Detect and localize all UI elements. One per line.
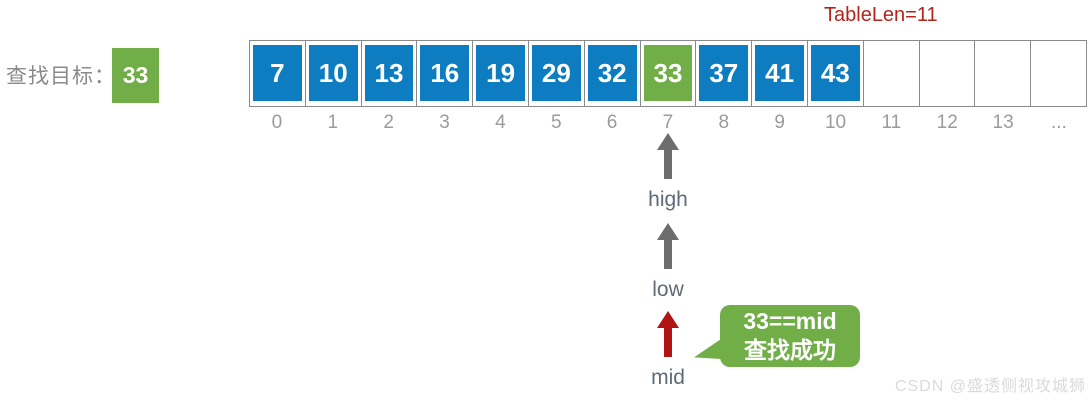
array-cell-9: 41 (752, 41, 808, 106)
array-value: 43 (810, 45, 860, 101)
array-value-highlight: 33 (643, 45, 693, 101)
low-pointer-up-arrow-icon (657, 223, 679, 269)
array-cell-1: 10 (306, 41, 362, 106)
mid-pointer-label: mid (651, 366, 685, 389)
index-label-ellipsis: ... (1051, 112, 1067, 133)
array-cell-6: 32 (585, 41, 641, 106)
index-label: 3 (439, 112, 450, 133)
index-label: 12 (936, 112, 958, 133)
watermark-text: CSDN @盛透侧视攻城狮 (894, 378, 1086, 395)
search-target-value-box: 33 (112, 48, 159, 103)
array-cell-ellipsis-empty (1031, 41, 1086, 106)
index-label: 9 (774, 112, 785, 133)
array-value: 13 (364, 45, 414, 101)
array-cell-11-empty (864, 41, 920, 106)
high-pointer-label: high (648, 188, 688, 211)
high-pointer-up-arrow-icon (657, 133, 679, 179)
index-label: 8 (718, 112, 730, 133)
array-cell-8: 37 (696, 41, 753, 106)
array-cell-5: 29 (529, 41, 585, 106)
array-cell-13-empty (975, 41, 1032, 106)
array-value: 29 (531, 45, 581, 101)
index-label: 7 (662, 112, 674, 133)
array-cell-10: 43 (808, 41, 864, 106)
array-cell-7-highlight: 33 (641, 41, 697, 106)
table-length-label: TableLen=11 (824, 4, 938, 26)
index-label: 4 (495, 112, 506, 133)
array-cell-0: 7 (250, 41, 306, 106)
array-value: 16 (420, 45, 470, 101)
array-value: 19 (476, 45, 525, 101)
array-cell-4: 19 (473, 41, 529, 106)
index-label: 5 (550, 112, 562, 133)
search-target-label: 查找目标： (6, 65, 116, 88)
array-table: 7 10 13 16 19 29 32 33 37 41 43 (249, 40, 1087, 107)
array-cell-2: 13 (362, 41, 418, 106)
index-label: 10 (824, 112, 847, 133)
success-callout-bubble: 33==mid 查找成功 (694, 305, 860, 367)
array-value: 10 (308, 45, 358, 101)
index-label: 13 (992, 112, 1014, 133)
index-label: 2 (383, 112, 394, 133)
low-pointer-label: low (652, 278, 684, 301)
array-cell-3: 16 (417, 41, 474, 106)
index-label: 6 (606, 112, 618, 133)
callout-line2: 查找成功 (744, 337, 836, 363)
array-cell-12-empty (920, 41, 976, 106)
mid-pointer-up-arrow-icon (657, 311, 679, 357)
index-row: 0 1 2 3 4 5 6 7 8 9 10 11 12 13 ... (249, 112, 1087, 134)
callout-line1: 33==mid (743, 308, 837, 334)
array-value: 7 (253, 45, 302, 101)
callout-tail (694, 339, 721, 359)
array-value: 41 (755, 45, 804, 101)
index-label: 1 (327, 112, 339, 133)
index-label: 11 (881, 112, 902, 133)
array-value: 32 (587, 45, 637, 101)
index-label: 0 (271, 112, 283, 133)
array-value: 37 (699, 45, 749, 101)
